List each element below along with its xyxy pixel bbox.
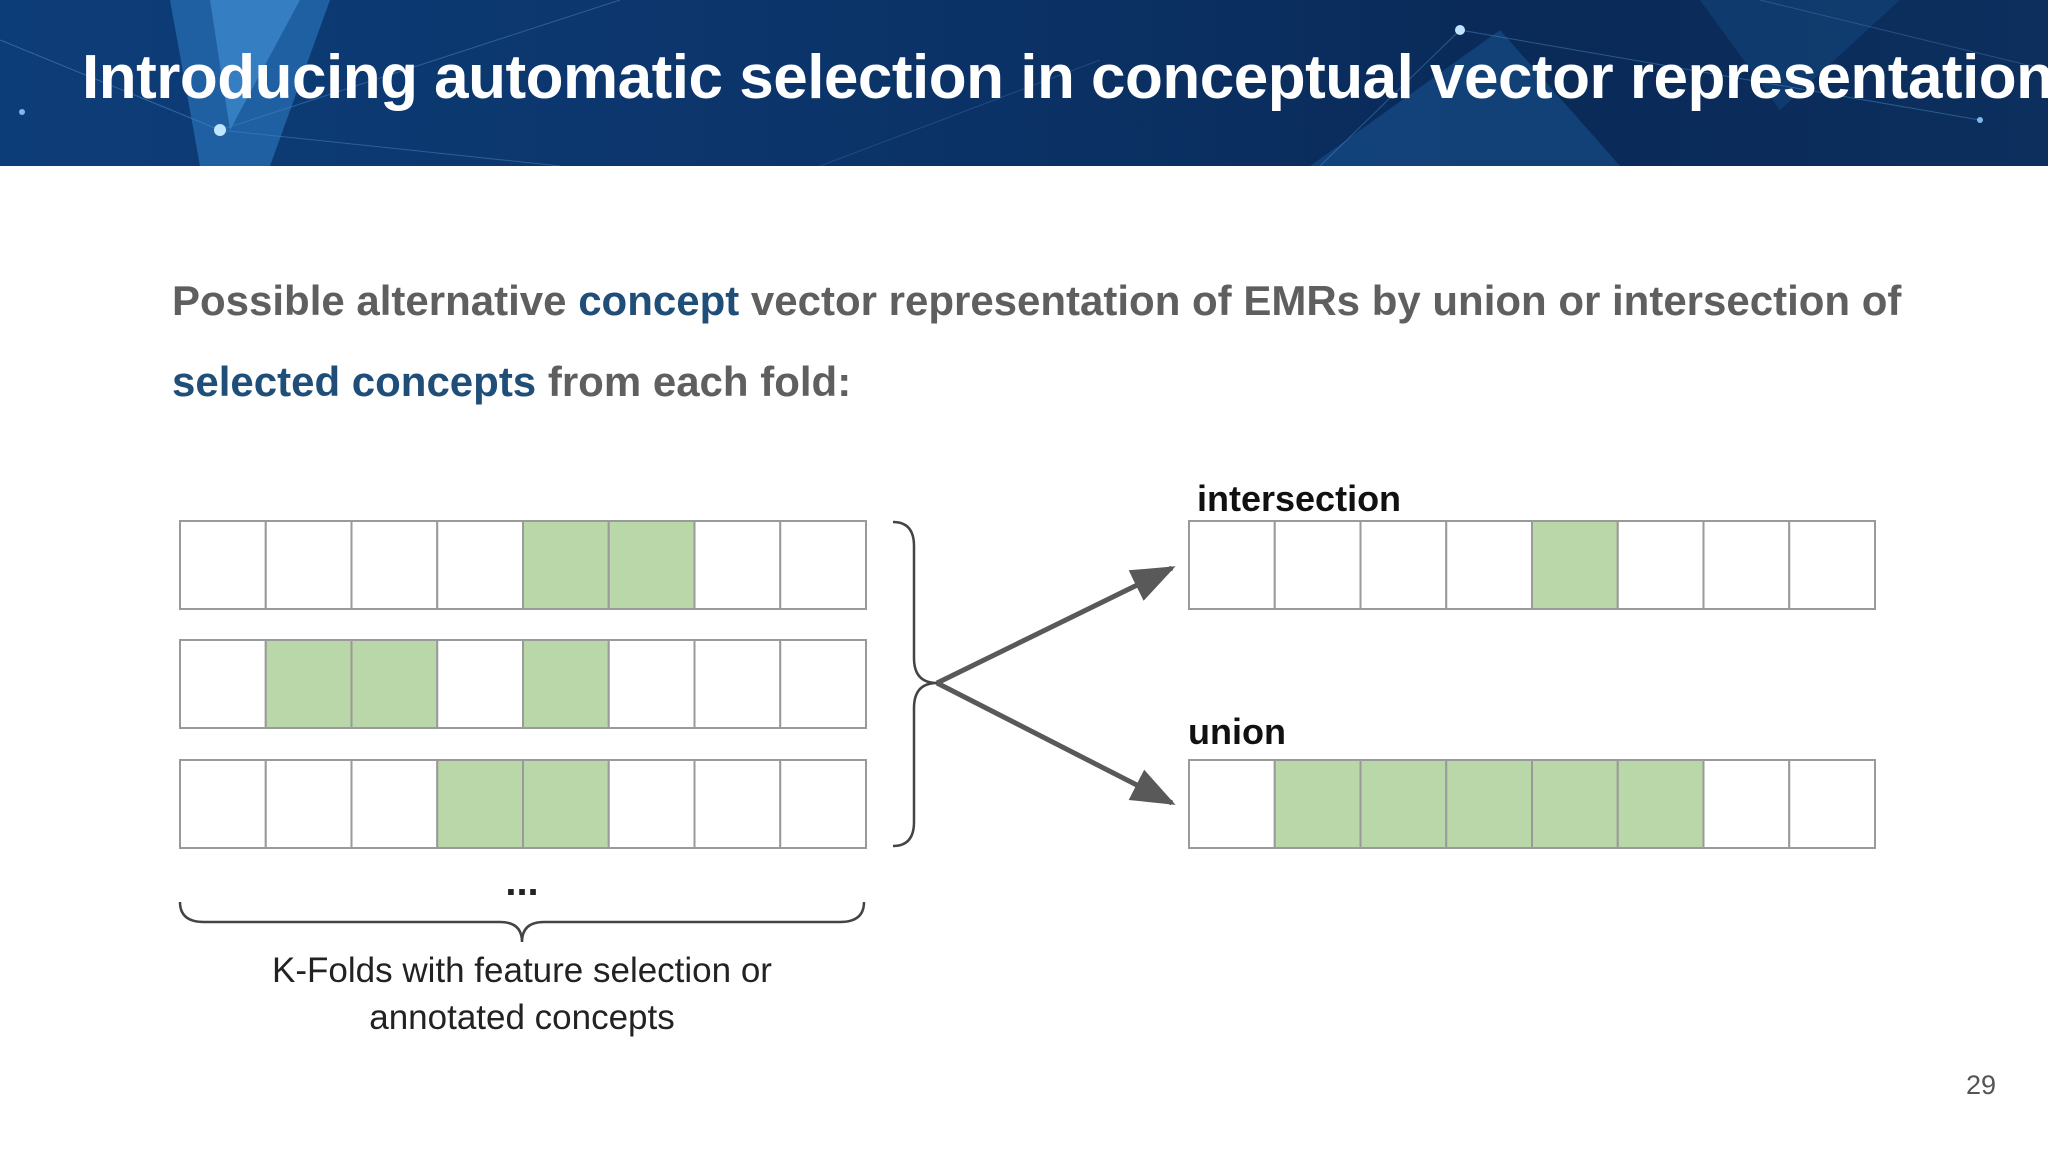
folds-caption-line-1: K-Folds with feature selection or bbox=[272, 951, 772, 990]
fold-vectors bbox=[179, 520, 867, 849]
empty-concept-cell bbox=[693, 639, 782, 729]
empty-concept-cell bbox=[1616, 520, 1705, 610]
empty-concept-cell bbox=[350, 759, 439, 849]
selected-concept-cell bbox=[436, 759, 524, 849]
union-label: union bbox=[1188, 711, 1286, 752]
selected-concept-cell bbox=[522, 639, 610, 729]
selected-concept-cell bbox=[350, 639, 439, 729]
fold-vector-1 bbox=[179, 520, 867, 610]
selected-concept-cell bbox=[522, 759, 610, 849]
empty-concept-cell bbox=[436, 520, 524, 610]
subtitle-text-2: vector representation of EMRs by union o… bbox=[739, 277, 1902, 324]
title-banner: Introducing automatic selection in conce… bbox=[0, 0, 2048, 166]
selected-concept-cell bbox=[522, 520, 610, 610]
empty-concept-cell bbox=[693, 520, 782, 610]
selected-concept-cell bbox=[1616, 759, 1705, 849]
arrow-to-union bbox=[935, 680, 1176, 806]
subtitle-highlight-selected-concepts: selected concepts bbox=[172, 358, 537, 405]
selected-concept-cell bbox=[1273, 759, 1362, 849]
empty-concept-cell bbox=[779, 639, 867, 729]
subtitle-highlight-concept: concept bbox=[578, 277, 740, 324]
empty-concept-cell bbox=[779, 759, 867, 849]
fold-vector-3 bbox=[179, 759, 867, 849]
empty-concept-cell bbox=[607, 639, 696, 729]
empty-concept-cell bbox=[179, 639, 267, 729]
empty-concept-cell bbox=[1702, 520, 1791, 610]
page-number: 29 bbox=[1966, 1070, 1997, 1100]
empty-concept-cell bbox=[264, 520, 353, 610]
folds-caption-line-2: annotated concepts bbox=[369, 998, 675, 1037]
empty-concept-cell bbox=[607, 759, 696, 849]
folds-right-brace bbox=[892, 520, 938, 848]
empty-concept-cell bbox=[1445, 520, 1533, 610]
network-background-graphic bbox=[0, 0, 2048, 166]
empty-concept-cell bbox=[179, 759, 267, 849]
empty-concept-cell bbox=[1273, 520, 1362, 610]
empty-concept-cell bbox=[1359, 520, 1448, 610]
empty-concept-cell bbox=[1788, 759, 1876, 849]
intersection-vector bbox=[1188, 520, 1876, 610]
empty-concept-cell bbox=[1788, 520, 1876, 610]
arrow-to-intersection bbox=[935, 565, 1176, 686]
folds-ellipsis: ... bbox=[505, 860, 538, 904]
empty-concept-cell bbox=[1702, 759, 1791, 849]
empty-concept-cell bbox=[436, 639, 524, 729]
fold-vector-2 bbox=[179, 639, 867, 729]
empty-concept-cell bbox=[779, 520, 867, 610]
selected-concept-cell bbox=[1359, 759, 1448, 849]
selected-concept-cell bbox=[1531, 759, 1619, 849]
empty-concept-cell bbox=[1188, 520, 1276, 610]
subtitle: Possible alternative concept vector repr… bbox=[172, 260, 1932, 422]
empty-concept-cell bbox=[1188, 759, 1276, 849]
subtitle-text-1: Possible alternative bbox=[172, 277, 579, 324]
empty-concept-cell bbox=[264, 759, 353, 849]
slide-title: Introducing automatic selection in conce… bbox=[82, 43, 2048, 112]
empty-concept-cell bbox=[693, 759, 782, 849]
empty-concept-cell bbox=[179, 520, 267, 610]
empty-concept-cell bbox=[350, 520, 439, 610]
subtitle-text-3: from each fold: bbox=[536, 358, 852, 405]
selected-concept-cell bbox=[1445, 759, 1533, 849]
intersection-label: intersection bbox=[1197, 478, 1401, 519]
selected-concept-cell bbox=[264, 639, 353, 729]
union-vector bbox=[1188, 759, 1876, 849]
selected-concept-cell bbox=[607, 520, 696, 610]
result-vectors bbox=[1188, 520, 1876, 849]
selected-concept-cell bbox=[1531, 520, 1619, 610]
folds-bottom-brace bbox=[178, 901, 866, 943]
